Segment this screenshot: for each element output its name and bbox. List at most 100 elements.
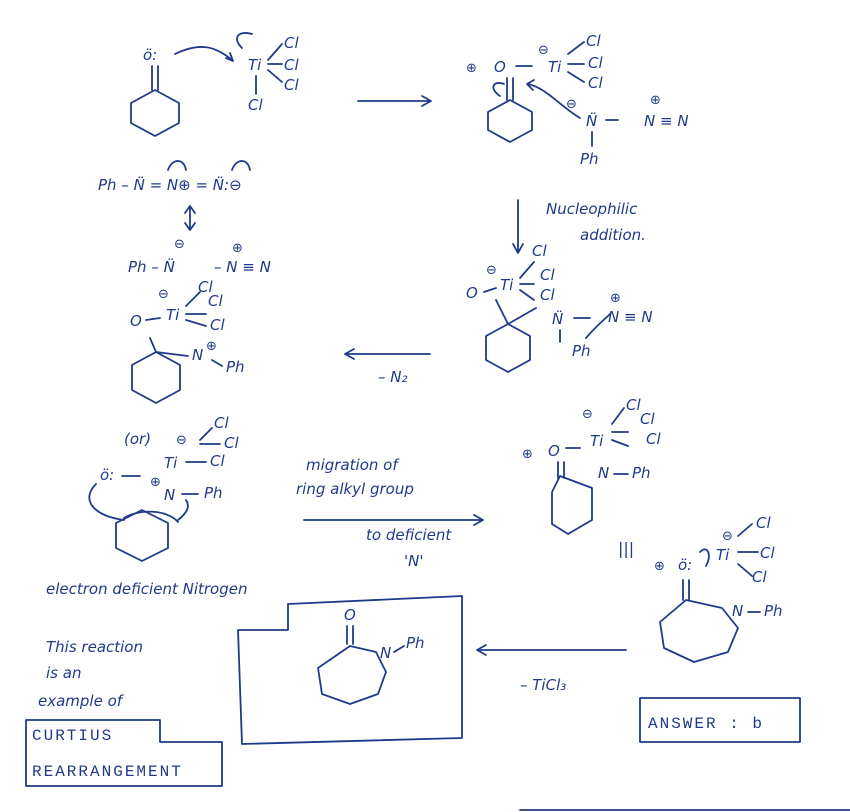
svg-text:⊖: ⊖	[538, 43, 549, 58]
equivalent-symbol: |||	[618, 539, 634, 558]
svg-text:Ph: Ph	[764, 602, 783, 620]
svg-text:ö:: ö:	[678, 556, 692, 574]
svg-text:N: N	[732, 602, 743, 620]
svg-text:⊖: ⊖	[176, 433, 187, 448]
ti-atom: Ti	[248, 56, 262, 74]
svg-text:Cl: Cl	[756, 514, 771, 532]
svg-text:⊕: ⊕	[654, 559, 665, 574]
svg-text:Cl: Cl	[224, 434, 239, 452]
caprolactam-ring	[317, 645, 387, 705]
nitrene-intermediate: ⊖ O Ti Cl Cl Cl N ⊕ Ph	[130, 278, 245, 404]
azide-n1: N̈	[586, 111, 597, 130]
label-minus-n2: – N₂	[378, 368, 408, 386]
cyclohexane-ring	[130, 89, 180, 137]
svg-text:⊕: ⊕	[206, 339, 217, 354]
svg-text:Cl: Cl	[588, 54, 603, 72]
resonance-form-2-right: – N ≡ N	[214, 258, 271, 276]
product-frame	[237, 595, 463, 745]
svg-text:⊖: ⊖	[566, 97, 577, 112]
svg-text:Ph: Ph	[226, 358, 245, 376]
svg-text:N: N	[598, 464, 609, 482]
svg-text:Ph: Ph	[406, 634, 425, 652]
svg-text:⊖: ⊖	[486, 263, 497, 278]
svg-text:Ph: Ph	[580, 150, 599, 168]
final-product-box: O N Ph	[237, 595, 463, 745]
curtius-line-2: REARRANGEMENT	[32, 763, 183, 781]
svg-text:Ph: Ph	[204, 484, 223, 502]
svg-text:Ph: Ph	[632, 464, 651, 482]
migration-drawing: (or) ⊖ Cl Cl Ti Cl ö: ⊕ N Ph	[88, 414, 239, 562]
svg-text:N ≡ N: N ≡ N	[644, 112, 689, 130]
svg-text:⊕: ⊕	[232, 241, 243, 256]
curtius-line-1: CURTIUS	[32, 727, 113, 745]
label-migration-4: 'N'	[404, 552, 423, 570]
svg-text:Cl: Cl	[646, 430, 661, 448]
svg-text:Cl: Cl	[540, 266, 555, 284]
or-label: (or)	[124, 430, 151, 448]
svg-text:Cl: Cl	[284, 56, 299, 74]
svg-text:Ph: Ph	[572, 342, 591, 360]
svg-text:Cl: Cl	[210, 452, 225, 470]
note-line-2: is an	[46, 664, 81, 682]
label-migration-2: ring alkyl group	[296, 480, 414, 498]
svg-text:O: O	[130, 312, 142, 330]
electron-arrow	[174, 46, 233, 61]
cyclohexane-ring	[115, 509, 169, 562]
curtius-box	[25, 719, 223, 787]
arrow-nucleophilic-addition: Nucleophilic addition.	[512, 199, 646, 254]
svg-text:Cl: Cl	[198, 278, 213, 296]
cyclohexanone-ticl4: ö: Ti Cl Cl Cl Cl	[130, 32, 299, 137]
svg-text:O: O	[494, 58, 506, 76]
svg-text:ö:: ö:	[100, 466, 114, 484]
svg-text:Cl: Cl	[626, 396, 641, 414]
reaction-note: This reaction is an example of CURTIUS R…	[25, 638, 223, 787]
azide-resonance: Ph – N̈ = N⊕ = N̈:⊖ ⊖ ⊕ Ph – N̈ – N ≡ N	[98, 160, 271, 276]
arrow-loss-of-n2: – N₂	[344, 348, 431, 386]
svg-text:⊕: ⊕	[522, 447, 533, 462]
ring-expanded-complex: ⊕ O ⊖ Ti Cl Cl Cl N Ph	[522, 396, 661, 535]
migration-arrow	[88, 483, 125, 521]
label-electron-deficient: electron deficient Nitrogen	[46, 580, 247, 598]
cyclohexane-ring	[487, 99, 533, 143]
note-line-3: example of	[38, 692, 125, 710]
label-migration-3: to deficient	[366, 526, 452, 544]
label-minus-ticl3: – TiCl₃	[520, 676, 566, 694]
svg-text:⊕: ⊕	[650, 93, 661, 108]
svg-text:⊕: ⊕	[610, 291, 621, 306]
seven-membered-ring	[551, 475, 593, 535]
svg-text:Ti: Ti	[500, 276, 514, 294]
answer-box: ANSWER : b	[639, 697, 801, 743]
svg-text:⊖: ⊖	[582, 407, 593, 422]
svg-text:Cl: Cl	[586, 32, 601, 50]
resonance-form-1: Ph – N̈ = N⊕ = N̈:⊖	[98, 175, 242, 194]
svg-text:N: N	[192, 346, 203, 364]
svg-text:Cl: Cl	[588, 74, 603, 92]
svg-text:Ti: Ti	[164, 454, 178, 472]
svg-text:N: N	[164, 486, 175, 504]
svg-text:O: O	[548, 442, 560, 460]
svg-text:⊕: ⊕	[150, 475, 161, 490]
svg-text:Cl: Cl	[248, 96, 263, 114]
svg-text:Cl: Cl	[284, 76, 299, 94]
svg-text:⊖: ⊖	[722, 529, 733, 544]
label-nucleophilic: Nucleophilic	[546, 200, 638, 218]
carbonyl-oxygen: ö:	[143, 46, 157, 64]
svg-text:⊖: ⊖	[158, 287, 169, 302]
svg-text:Ti: Ti	[548, 58, 562, 76]
activated-complex: ⊕ O ⊖ Ti Cl Cl Cl ⊖ N̈ ⊕ N ≡ N Ph	[466, 32, 689, 168]
svg-text:N̈: N̈	[552, 309, 563, 328]
svg-text:Cl: Cl	[640, 410, 655, 428]
attack-arrow	[527, 83, 581, 119]
svg-text:Cl: Cl	[760, 544, 775, 562]
resonance-form-2-left: Ph – N̈	[128, 257, 175, 276]
svg-text:N: N	[380, 644, 391, 662]
note-line-1: This reaction	[46, 638, 143, 656]
cyclohexane-ring	[131, 351, 181, 404]
svg-text:Ti: Ti	[166, 306, 180, 324]
label-addition: addition.	[580, 226, 646, 244]
arrow-loss-of-ticl3: – TiCl₃	[476, 644, 627, 694]
svg-text:Cl: Cl	[284, 34, 299, 52]
svg-text:Cl: Cl	[208, 292, 223, 310]
